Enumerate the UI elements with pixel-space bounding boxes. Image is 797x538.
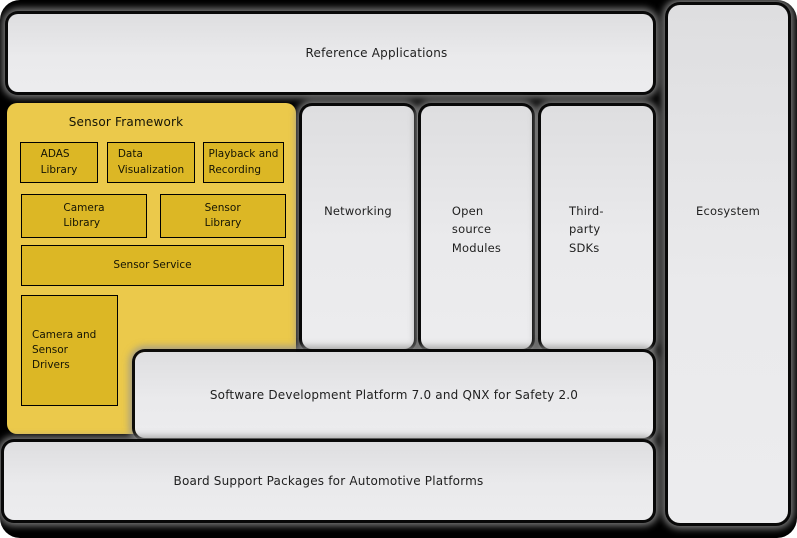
board-support-block: Board Support Packages for Automotive Pl… [4,442,653,520]
open-source-modules-label: Open source Modules [451,204,502,255]
camera-library-label: Camera Library [63,201,105,229]
sensor-service-label: Sensor Service [113,258,192,271]
adas-library-block: ADAS Library [20,142,98,183]
sensor-service-block: Sensor Service [21,245,284,286]
adas-library-label: ADAS Library [40,148,78,176]
sensor-framework-container: Sensor Framework ADAS Library Data Visua… [7,103,296,434]
data-visualization-block: Data Visualization [107,142,195,183]
networking-label: Networking [324,204,392,218]
software-platform-block: Software Development Platform 7.0 and QN… [135,352,653,438]
camera-sensor-drivers-block: Camera and Sensor Drivers [21,295,118,406]
reference-applications-block: Reference Applications [8,14,653,92]
sensor-framework-title: Sensor Framework [68,115,184,129]
sensor-library-block: Sensor Library [160,194,286,238]
open-source-modules-block: Open source Modules [421,106,532,349]
playback-recording-label: Playback and Recording [208,148,279,176]
ecosystem-label: Ecosystem [696,204,760,218]
ecosystem-block: Ecosystem [668,5,788,523]
board-support-label: Board Support Packages for Automotive Pl… [173,474,484,488]
camera-sensor-drivers-label: Camera and Sensor Drivers [32,328,97,372]
reference-applications-label: Reference Applications [305,46,448,60]
camera-library-block: Camera Library [21,194,147,238]
sensor-library-label: Sensor Library [204,201,242,229]
data-visualization-label: Data Visualization [117,148,185,176]
third-party-sdks-block: Third-party SDKs [541,106,653,349]
networking-block: Networking [302,106,414,349]
software-platform-label: Software Development Platform 7.0 and QN… [209,388,579,402]
playback-recording-block: Playback and Recording [203,142,284,183]
third-party-sdks-label: Third-party SDKs [569,204,604,255]
